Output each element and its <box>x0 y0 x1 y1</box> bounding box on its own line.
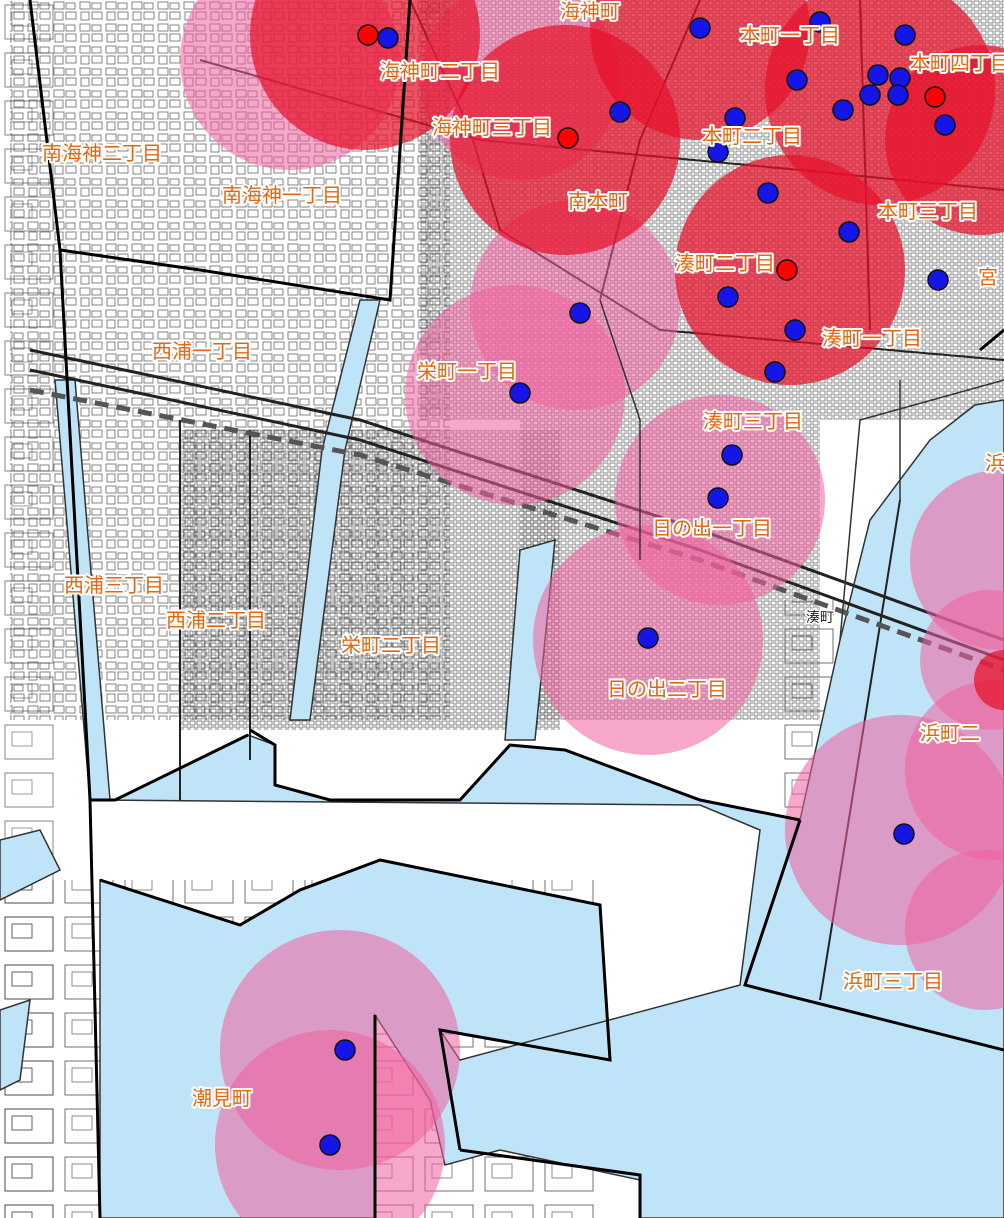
label-minamikaijin-2: 南海神二丁目 <box>42 141 162 165</box>
facility-point-blue[interactable] <box>689 17 711 39</box>
facility-point-blue[interactable] <box>934 114 956 136</box>
label-nishiura-3: 西浦三丁目 <box>64 573 164 597</box>
facility-point-red[interactable] <box>924 86 946 108</box>
facility-point-blue[interactable] <box>838 221 860 243</box>
district-boundaries <box>28 0 1004 1218</box>
label-kaijin-3: 海神町三丁目 <box>432 115 552 139</box>
facility-point-blue[interactable] <box>707 487 729 509</box>
facility-point-blue[interactable] <box>764 361 786 383</box>
facility-point-blue[interactable] <box>757 182 779 204</box>
label-shiomi: 潮見町 <box>192 1086 252 1110</box>
label-honmachi-2: 本町二丁目 <box>702 124 802 148</box>
label-honmachi-3: 本町三丁目 <box>878 199 978 223</box>
label-hinode-2: 日の出二丁目 <box>607 677 727 701</box>
facility-points-red <box>357 24 946 281</box>
facility-point-blue[interactable] <box>377 27 399 49</box>
label-hama-2: 浜町二 <box>920 721 980 745</box>
facility-points-blue <box>319 11 956 1156</box>
label-honmachi-1: 本町一丁目 <box>740 23 840 47</box>
facility-point-blue[interactable] <box>867 64 889 86</box>
label-kaijin-2: 海神町二丁目 <box>380 59 500 83</box>
label-sakae-2: 栄町二丁目 <box>341 633 441 657</box>
facility-point-blue[interactable] <box>894 24 916 46</box>
facility-point-blue[interactable] <box>707 141 729 163</box>
facility-point-blue[interactable] <box>809 11 831 33</box>
label-minato-3: 湊町三丁目 <box>703 409 803 433</box>
facility-point-red[interactable] <box>557 127 579 149</box>
facility-point-blue[interactable] <box>637 627 659 649</box>
label-minamihonmachi: 南本町 <box>568 189 628 213</box>
facility-point-red[interactable] <box>357 24 379 46</box>
label-minato-1: 湊町一丁目 <box>822 326 922 350</box>
label-hama-edge: 浜 <box>985 451 1004 475</box>
railway-line <box>29 387 1004 673</box>
facility-point-blue[interactable] <box>569 302 591 324</box>
label-sakae-1: 栄町一丁目 <box>417 359 517 383</box>
label-nishiura-2: 西浦二丁目 <box>166 608 266 632</box>
facility-point-blue[interactable] <box>609 101 631 123</box>
facility-point-blue[interactable] <box>887 84 909 106</box>
facility-point-blue[interactable] <box>927 269 949 291</box>
label-minato-2: 湊町二丁目 <box>675 251 775 275</box>
facility-point-blue[interactable] <box>717 286 739 308</box>
label-station: 湊町 <box>806 609 834 626</box>
facility-point-blue[interactable] <box>859 84 881 106</box>
facility-point-blue[interactable] <box>832 99 854 121</box>
facility-point-red[interactable] <box>776 259 798 281</box>
place-labels: 海神町二丁目 海神町三丁目 海神町 南海神二丁目 南海神一丁目 本町一丁目 本町… <box>40 0 1004 1112</box>
facility-point-blue[interactable] <box>893 823 915 845</box>
facility-point-blue[interactable] <box>786 69 808 91</box>
facility-point-blue[interactable] <box>721 444 743 466</box>
facility-point-blue[interactable] <box>319 1134 341 1156</box>
facility-point-blue[interactable] <box>509 382 531 404</box>
label-minamikaijin-1: 南海神一丁目 <box>222 183 342 207</box>
label-miya: 宮 <box>978 265 998 289</box>
facility-point-blue[interactable] <box>334 1039 356 1061</box>
label-nishiura-1: 西浦一丁目 <box>152 339 252 363</box>
sub-boundaries <box>599 299 1004 641</box>
facility-point-blue[interactable] <box>784 319 806 341</box>
label-kaijin-top: 海神町 <box>560 0 620 23</box>
label-honmachi-4: 本町四丁目 <box>910 51 1004 75</box>
label-hinode-1: 日の出一丁目 <box>652 516 772 540</box>
label-hama-3: 浜町三丁目 <box>843 969 943 993</box>
facility-point-blue[interactable] <box>724 107 746 129</box>
